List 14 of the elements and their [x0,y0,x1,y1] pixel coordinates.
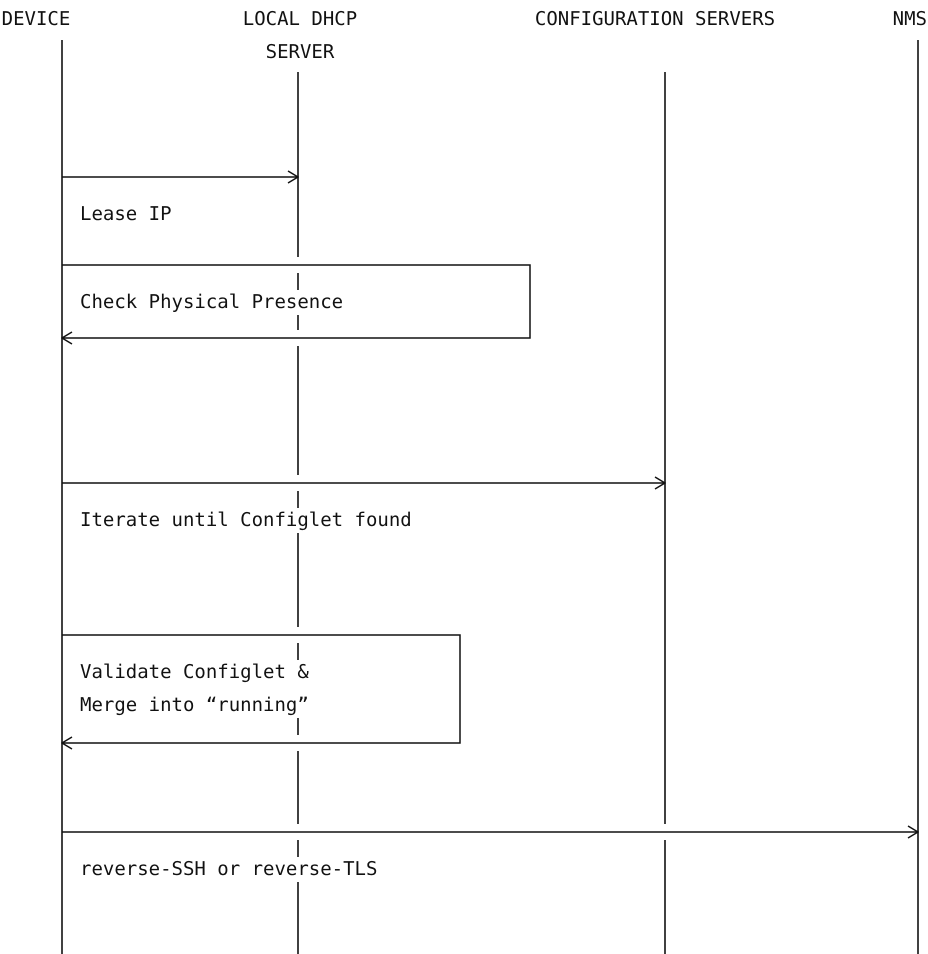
message-label: reverse-SSH or reverse-TLS [79,857,378,882]
message-arrow [62,825,919,839]
participant-lifeline: CONFIGURATION SERVERS [520,3,790,500]
self-message-arrow [61,634,461,750]
self-message-arrow [61,264,531,345]
message-label: Validate Configlet & Merge into “running” [79,660,310,718]
participant-lifeline: DEVICE [0,3,72,954]
message-arrow [62,476,666,490]
message-arrow [62,170,299,184]
message-label: Check Physical Presence [79,290,344,315]
message-label: Lease IP [79,202,173,227]
participant-lifeline: NMS [887,3,927,954]
participant-lifeline: LOCAL DHCP SERVER [225,3,375,195]
message-label: Iterate until Configlet found [79,508,413,533]
